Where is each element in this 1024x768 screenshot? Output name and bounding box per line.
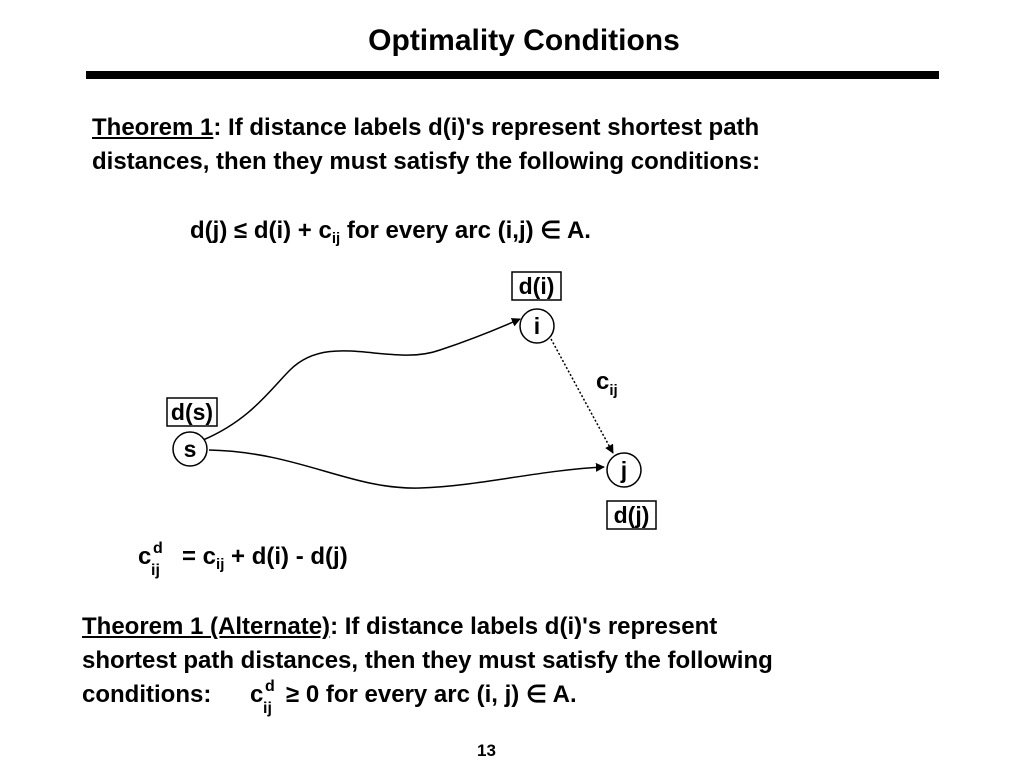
title-divider <box>86 71 939 79</box>
theorem1-alt-line3: conditions: c d ij ≥ 0 for every arc (i,… <box>82 678 702 718</box>
path-arc-s-to-j <box>208 449 605 489</box>
theorem1-alt-line3-start: conditions: <box>82 681 212 708</box>
page-title: Optimality Conditions <box>368 24 680 57</box>
alt-set: A. <box>552 681 577 708</box>
node-i: i <box>519 308 555 344</box>
page-number: 13 <box>477 741 496 760</box>
alt-reduced-cost-c: c <box>250 681 264 708</box>
node-j-label: j <box>620 457 627 483</box>
theorem1-alt-line1: Theorem 1 (Alternate): If distance label… <box>82 610 717 644</box>
node-s: s <box>172 431 208 467</box>
reduced-cost-sub: ij <box>151 562 160 579</box>
leq-symbol: ≤ <box>233 217 248 244</box>
reduced-cost-sup: d <box>153 540 163 557</box>
alt-reduced-cost-sub: ij <box>263 700 272 717</box>
theorem1-label: Theorem 1 <box>92 114 214 141</box>
condition-rhs: d(i) + c <box>253 217 332 244</box>
reduced-cost-eq-sub: ij <box>216 556 225 573</box>
arc-cost-sub: ij <box>609 382 617 399</box>
label-d-s: d(s) <box>171 399 213 425</box>
theorem1-alt-line1-text: : If distance labels d(i)'s represent <box>330 613 718 640</box>
arc-i-to-j <box>550 338 614 454</box>
condition-sub: ij <box>331 230 341 247</box>
condition-lhs: d(j) <box>190 217 228 244</box>
geq-symbol: ≥ <box>286 681 300 708</box>
reduced-cost-rest: + d(i) - d(j) <box>231 543 348 570</box>
alt-reduced-cost-sup: d <box>265 678 275 695</box>
condition-set: A. <box>566 217 591 244</box>
label-box-j: d(j) <box>606 500 657 530</box>
arc-cost-c: c <box>596 368 609 395</box>
alt-element-of-symbol: ∈ <box>525 681 547 708</box>
optimality-condition: d(j) ≤ d(i) + cij for every arc (i,j) ∈ … <box>190 214 591 248</box>
theorem1-alt-label: Theorem 1 (Alternate) <box>82 613 331 640</box>
reduced-cost-eq: = c <box>182 543 217 570</box>
theorem1-line1-text: : If distance labels d(i)'s represent sh… <box>213 114 760 141</box>
label-box-s: d(s) <box>166 397 218 427</box>
node-s-label: s <box>184 436 197 462</box>
reduced-cost-c: c <box>138 543 152 570</box>
path-arc-s-to-i <box>202 318 521 441</box>
theorem1-alt-line3-rest: 0 for every arc (i, j) <box>305 681 520 708</box>
theorem1-line2: distances, then they must satisfy the fo… <box>92 148 761 175</box>
reduced-cost-symbol: c d ij <box>138 540 178 579</box>
arc-cost-label: cij <box>596 368 618 399</box>
alt-reduced-cost-symbol: c d ij <box>250 678 286 717</box>
element-of-symbol: ∈ <box>540 217 562 244</box>
theorem1-line1: Theorem 1: If distance labels d(i)'s rep… <box>92 111 759 145</box>
node-i-label: i <box>534 313 540 339</box>
node-j: j <box>606 452 642 488</box>
condition-rest: for every arc (i,j) <box>346 217 534 244</box>
label-box-i: d(i) <box>511 271 562 301</box>
theorem1-alt-line3-end: ≥ 0 for every arc (i, j) ∈ A. <box>286 678 577 712</box>
reduced-cost-definition: c d ij = cij + d(i) - d(j) <box>138 540 438 580</box>
reduced-cost-formula: = cij + d(i) - d(j) <box>182 540 348 574</box>
theorem1-alt-line2: shortest path distances, then they must … <box>82 647 773 674</box>
label-d-j: d(j) <box>614 502 650 528</box>
label-d-i: d(i) <box>519 273 555 299</box>
